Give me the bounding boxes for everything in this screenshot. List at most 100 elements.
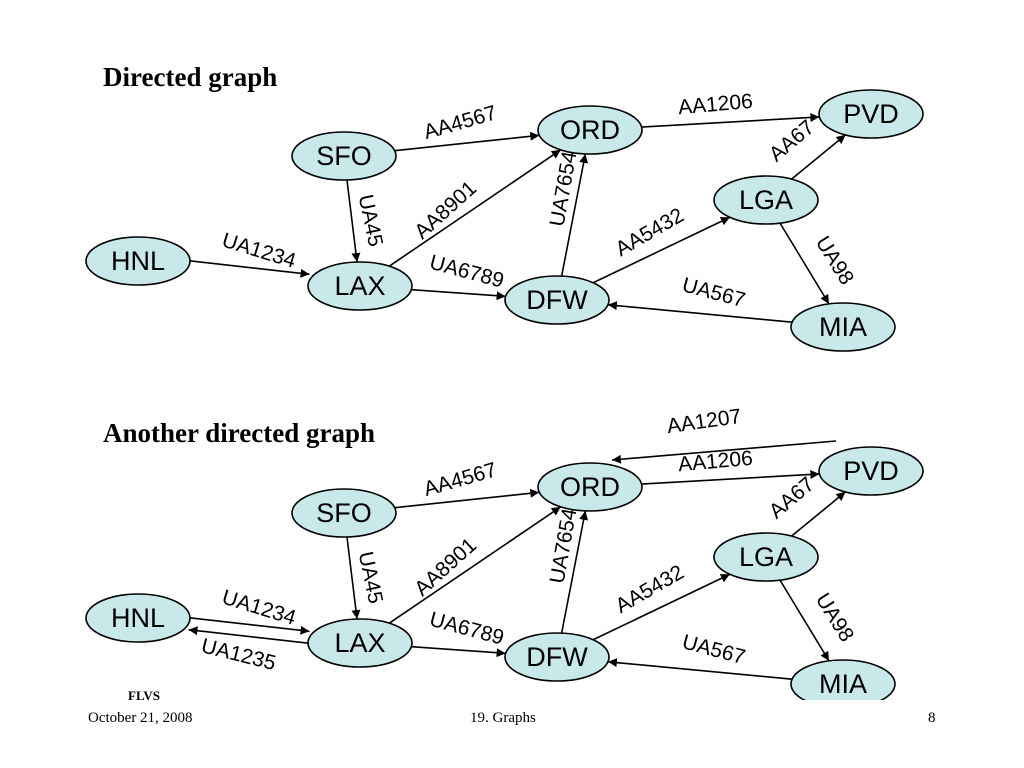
- edge-arrow: [388, 506, 562, 624]
- node-shape: [537, 462, 643, 512]
- edge-arrow: [560, 153, 589, 277]
- edge-aa8901: AA8901: [388, 506, 562, 624]
- edge-label: UA7654: [546, 506, 582, 585]
- edge-arrow: [791, 134, 846, 180]
- node-label: ORD: [560, 472, 620, 502]
- node-label: PVD: [843, 99, 899, 129]
- node-shape: [85, 236, 191, 286]
- edge-ua7654: UA7654: [546, 506, 589, 634]
- node-lga: LGA: [713, 532, 819, 582]
- node-label: HNL: [111, 603, 165, 633]
- node-lga: LGA: [713, 175, 819, 225]
- node-sfo: SFO: [291, 488, 397, 538]
- node-shape: [818, 89, 924, 139]
- node-shape: [85, 593, 191, 643]
- node-label: PVD: [843, 456, 899, 486]
- node-pvd: PVD: [818, 89, 924, 139]
- node-mia: MIA: [790, 302, 896, 352]
- edge-ua1234: UA1234: [188, 229, 310, 278]
- edge-aa8901: AA8901: [388, 149, 562, 267]
- edge-aa4567: AA4567: [394, 101, 540, 152]
- node-shape: [713, 175, 819, 225]
- node-label: SFO: [316, 498, 372, 528]
- edge-label: UA45: [354, 193, 387, 249]
- node-pvd: PVD: [818, 446, 924, 496]
- edge-arrow: [188, 259, 310, 278]
- edge-ua98: UA98: [779, 579, 858, 662]
- edge-arrow: [346, 536, 361, 620]
- node-shape: [307, 261, 413, 311]
- edge-label: AA67: [765, 473, 819, 524]
- edge-arrow: [188, 626, 310, 645]
- edge-aa1206: AA1206: [641, 90, 820, 128]
- edge-label: AA1207: [665, 405, 742, 438]
- node-label: MIA: [819, 669, 867, 699]
- node-label: SFO: [316, 141, 372, 171]
- heading-another-directed-graph: Another directed graph: [103, 418, 375, 448]
- edge-label: UA567: [680, 630, 748, 669]
- edge-label: UA1234: [219, 229, 299, 273]
- edge-ua6789: UA6789: [411, 251, 506, 301]
- node-label: MIA: [819, 312, 867, 342]
- edge-label: UA1234: [219, 586, 299, 630]
- edge-label: UA567: [680, 273, 748, 312]
- edge-arrow: [641, 112, 820, 128]
- edge-arrow: [394, 488, 540, 509]
- edge-ua98: UA98: [779, 222, 858, 305]
- node-label: LAX: [334, 271, 385, 301]
- edge-label: AA1206: [677, 447, 753, 476]
- edge-label: UA98: [811, 232, 858, 289]
- edge-label: AA4567: [421, 101, 499, 144]
- edge-ua45: UA45: [346, 179, 387, 263]
- edge-aa1206: AA1206: [641, 447, 820, 485]
- edge-ua45: UA45: [346, 536, 387, 620]
- edge-ua7654: UA7654: [546, 149, 589, 277]
- edge-label: UA7654: [546, 149, 582, 228]
- edge-ua1234: UA1234: [188, 586, 310, 635]
- edge-label: UA6789: [427, 608, 506, 650]
- node-shape: [790, 659, 896, 700]
- edge-label: UA6789: [427, 251, 506, 293]
- node-label: DFW: [526, 285, 588, 315]
- edge-arrow: [411, 645, 506, 658]
- heading-directed-graph: Directed graph: [103, 62, 278, 92]
- edge-label: AA4567: [421, 458, 499, 501]
- edge-aa5432: AA5432: [592, 561, 731, 641]
- node-shape: [307, 618, 413, 668]
- edge-arrow: [607, 658, 793, 680]
- edge-arrow: [779, 579, 830, 662]
- node-dfw: DFW: [504, 275, 610, 325]
- edge-arrow: [560, 510, 589, 634]
- edge-arrow: [791, 491, 846, 537]
- node-label: ORD: [560, 115, 620, 145]
- edge-arrow: [346, 179, 361, 263]
- edge-label: AA67: [765, 116, 819, 167]
- node-lax: LAX: [307, 261, 413, 311]
- edge-ua1235: UA1235: [188, 626, 310, 675]
- edge-label: UA1235: [199, 634, 278, 675]
- edge-aa5432: AA5432: [592, 204, 731, 284]
- edge-arrow: [394, 131, 540, 152]
- edge-aa4567: AA4567: [394, 458, 540, 509]
- edge-arrow: [411, 288, 506, 301]
- edge-label: AA1206: [677, 90, 753, 119]
- node-label: LAX: [334, 628, 385, 658]
- edge-label: UA45: [354, 550, 387, 606]
- edge-arrow: [592, 216, 731, 284]
- node-shape: [504, 632, 610, 682]
- edge-arrow: [641, 469, 820, 485]
- node-shape: [537, 105, 643, 155]
- node-label: DFW: [526, 642, 588, 672]
- edge-label: UA98: [811, 589, 858, 646]
- node-label: LGA: [739, 185, 793, 215]
- node-label: HNL: [111, 246, 165, 276]
- node-shape: [291, 131, 397, 181]
- edge-arrow: [779, 222, 830, 305]
- node-shape: [291, 488, 397, 538]
- footer-page-number: 8: [928, 710, 936, 726]
- node-shape: [790, 302, 896, 352]
- edge-arrow: [188, 616, 310, 635]
